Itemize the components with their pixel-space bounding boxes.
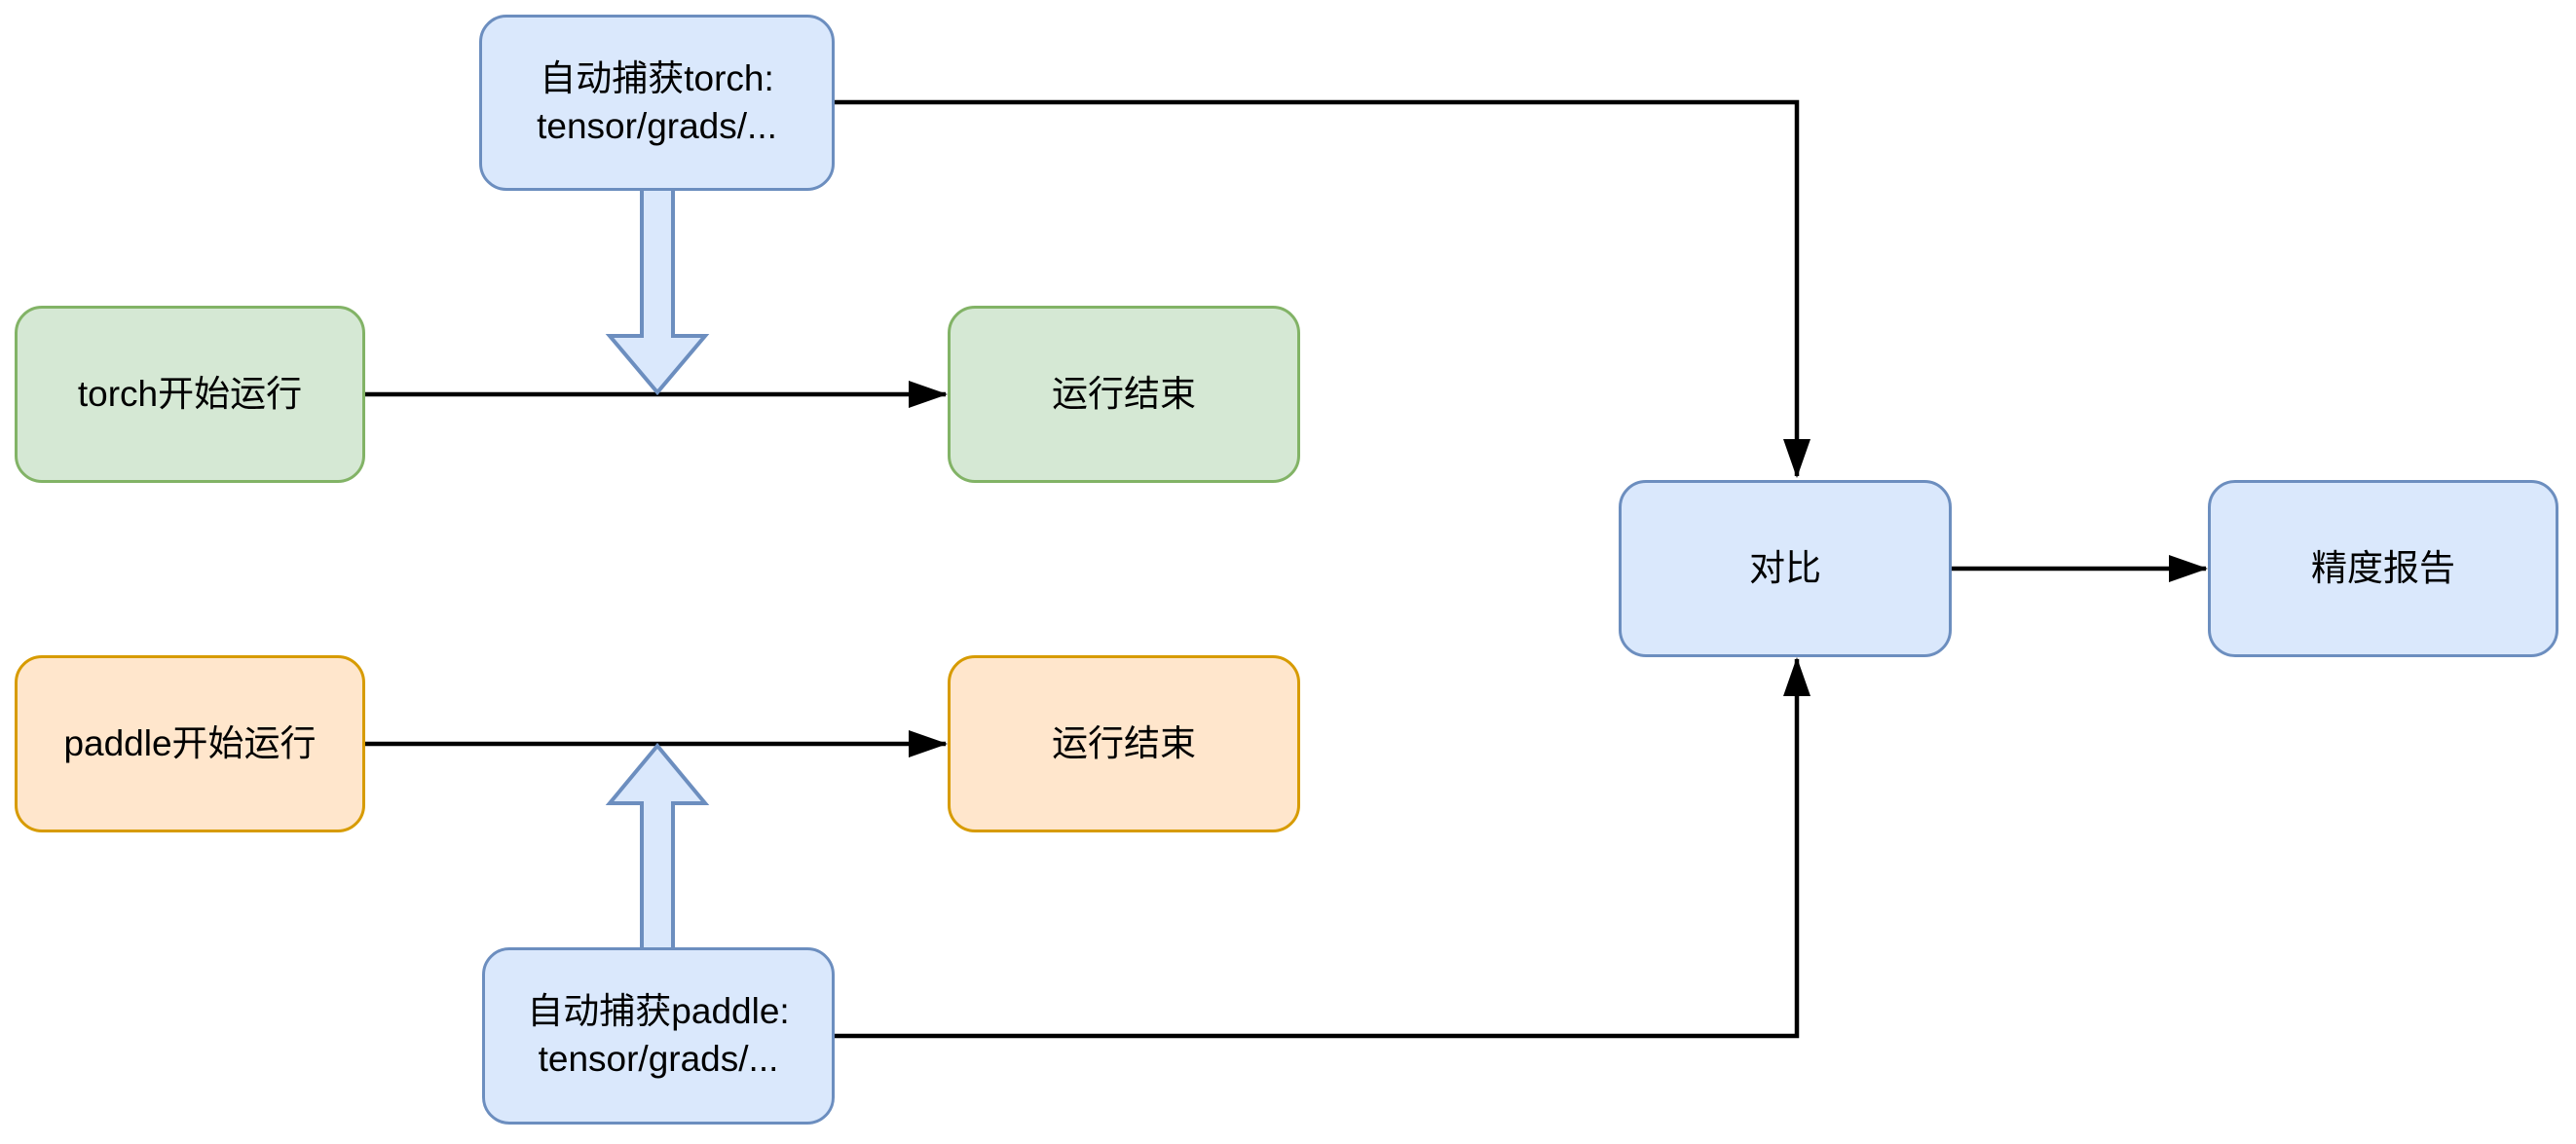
node-capture-torch: 自动捕获torch: tensor/grads/... [479,15,835,191]
node-label: 精度报告 [2311,547,2455,588]
node-report: 精度报告 [2208,480,2558,657]
connector-capture-paddle-to-compare [835,657,1811,1039]
node-label: 运行结束 [1052,722,1196,763]
node-torch-end: 运行结束 [948,306,1300,483]
node-compare: 对比 [1619,480,1952,657]
node-label: paddle开始运行 [63,722,317,763]
block-arrow-up [605,742,710,954]
block-arrow-down [605,185,710,396]
node-paddle-end: 运行结束 [948,655,1300,832]
node-label: torch开始运行 [77,373,303,414]
connector-capture-torch-to-compare [835,99,1811,478]
node-label: 自动捕获torch: tensor/grads/... [537,57,777,146]
node-label: 运行结束 [1052,373,1196,414]
node-label: 对比 [1749,547,1821,588]
node-torch-start: torch开始运行 [15,306,365,483]
node-capture-paddle: 自动捕获paddle: tensor/grads/... [482,947,835,1125]
node-label: 自动捕获paddle: tensor/grads/... [527,991,790,1079]
node-paddle-start: paddle开始运行 [15,655,365,832]
